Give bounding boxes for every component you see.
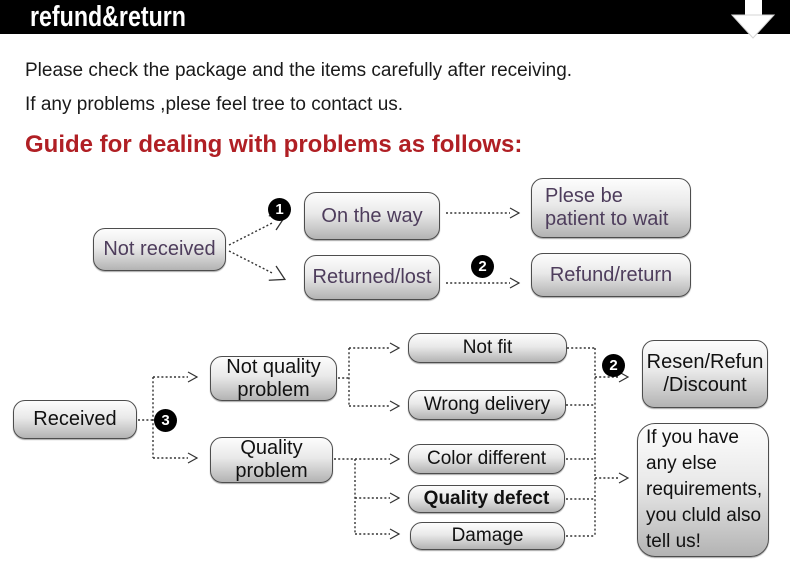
flow-node-resen-refun-discount: Resen/Refun /Discount [642, 340, 768, 408]
down-arrow-icon [730, 0, 776, 39]
flow-node-on-the-way: On the way [304, 192, 440, 240]
flow-node-not-quality-problem: Not quality problem [210, 356, 337, 401]
flow-node-quality-problem: Quality problem [210, 437, 333, 483]
flow-node-returned-lost: Returned/lost [304, 255, 440, 300]
flow-node-not-fit: Not fit [408, 333, 567, 363]
flow-node-not-received: Not received [93, 228, 226, 271]
guide-heading: Guide for dealing with problems as follo… [25, 131, 523, 158]
header-bar: refund&return [0, 0, 790, 34]
intro-line-1: Please check the package and the items c… [25, 60, 573, 81]
page-title: refund&return [30, 1, 186, 33]
flow-node-wrong-delivery: Wrong delivery [408, 390, 566, 420]
step-badge-2b: 2 [602, 354, 625, 377]
step-badge-2: 2 [471, 255, 494, 278]
intro-line-2: If any problems ,plese feel tree to cont… [25, 94, 404, 115]
flow-node-plese-be-patient: Plese be patient to wait [531, 178, 691, 238]
flow-node-if-you-have: If you have any else requirements, you c… [637, 423, 769, 557]
flow-node-received: Received [13, 400, 137, 439]
flow-node-quality-defect: Quality defect [408, 485, 565, 513]
step-badge-1: 1 [268, 198, 291, 221]
flow-node-damage: Damage [410, 522, 565, 550]
flow-node-color-different: Color different [408, 444, 565, 474]
flow-node-refund-return: Refund/return [531, 253, 691, 297]
step-badge-3: 3 [154, 409, 177, 432]
